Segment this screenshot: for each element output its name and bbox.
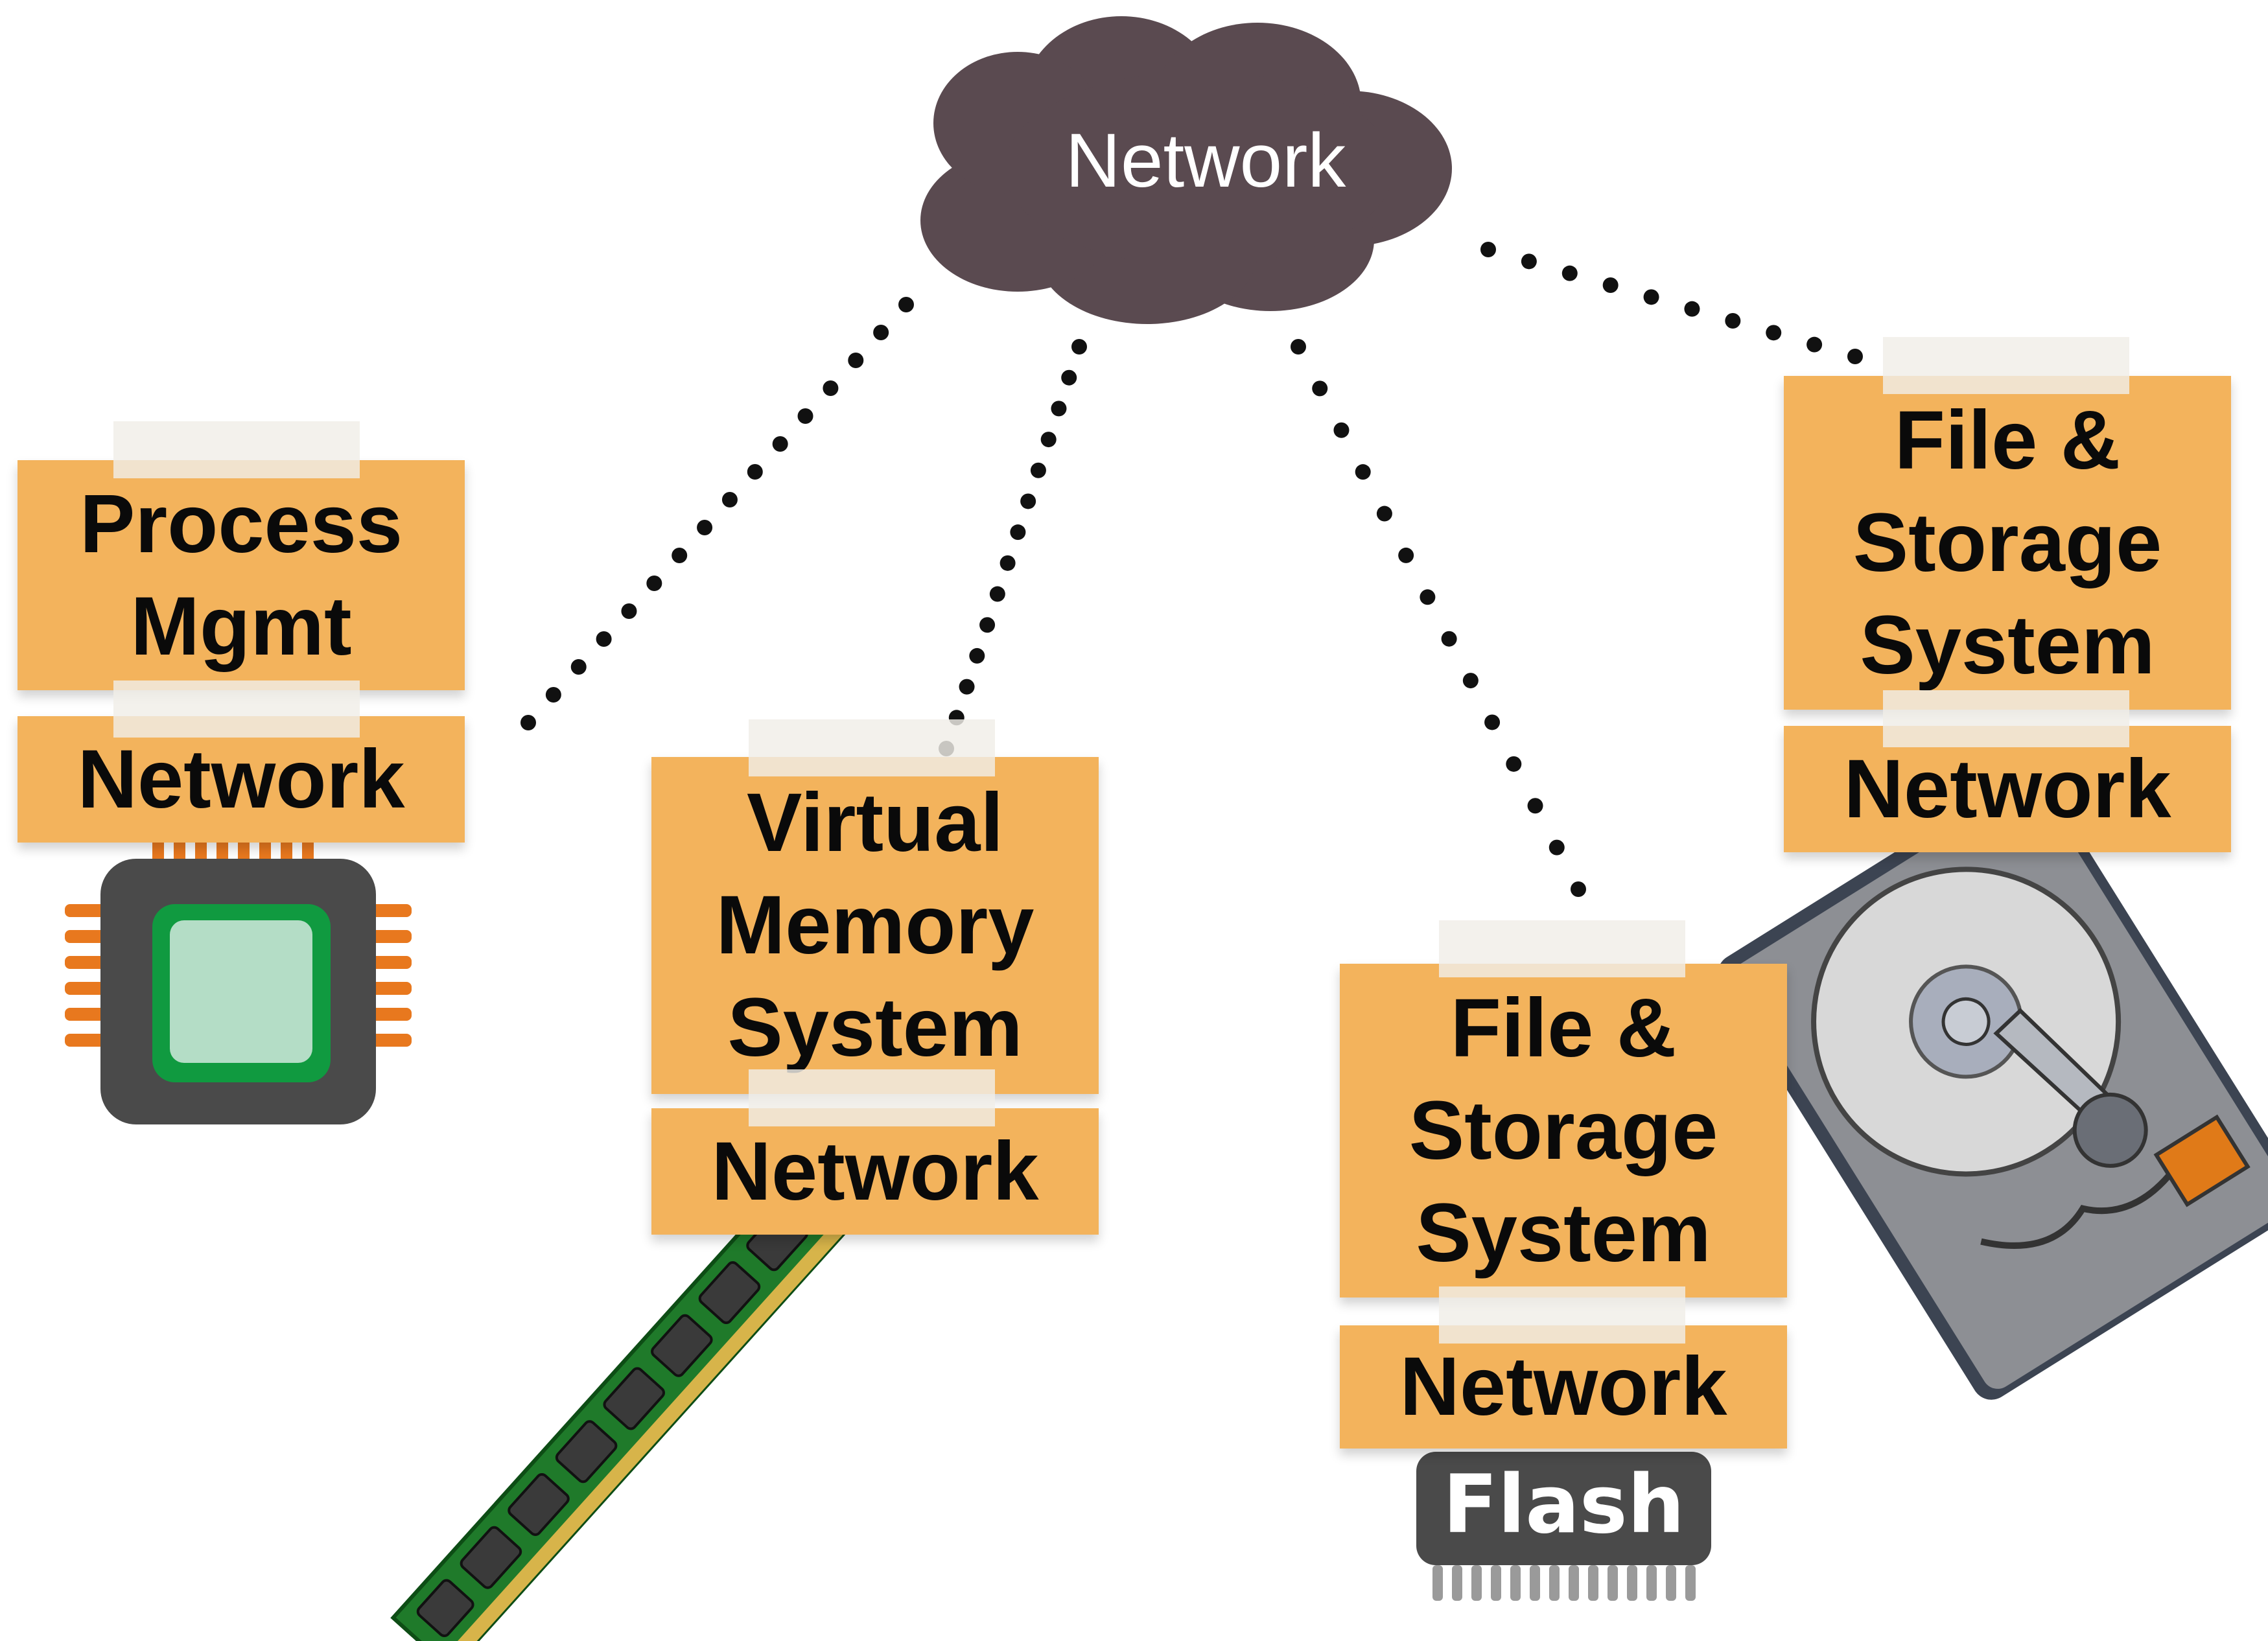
hard-disk-icon	[1718, 772, 2268, 1400]
connector-dot	[1398, 547, 1414, 563]
flash-chip-icon	[1416, 1452, 1711, 1601]
connector-dot	[1312, 380, 1328, 397]
connector-dot	[1480, 242, 1496, 257]
connector-dot	[672, 548, 688, 563]
connector-dot	[1527, 798, 1543, 814]
connector-dot	[1521, 253, 1537, 270]
tape-decoration	[113, 681, 360, 738]
network-layer-note: Network	[651, 1108, 1099, 1235]
cpu-chip-icon	[65, 836, 412, 1124]
connector-dot	[1000, 555, 1016, 571]
connector-dot	[1462, 673, 1479, 689]
connector-dot	[873, 325, 889, 340]
connector-dot	[797, 408, 813, 424]
connector-dot	[1766, 325, 1782, 341]
connector-dot	[1420, 589, 1436, 605]
connector-dot	[621, 603, 637, 619]
connector-dot	[1602, 277, 1619, 293]
ram-module-icon	[390, 1167, 858, 1641]
connector-dot	[1355, 464, 1371, 480]
network-label: Network	[711, 1124, 1039, 1218]
connector-dot	[989, 586, 1005, 602]
network-layer-note: Network	[1340, 1325, 1787, 1449]
connector-dot	[1441, 631, 1457, 647]
connector-dot	[1847, 349, 1863, 364]
connector-dot	[1020, 493, 1036, 509]
connector-dot	[1291, 339, 1306, 355]
network-label: Network	[1843, 742, 2171, 835]
note-line: File &	[1894, 393, 2121, 487]
note-line: Virtual	[747, 776, 1003, 869]
dotted-connectors	[520, 242, 1863, 897]
tape-decoration	[1439, 1286, 1685, 1344]
connector-dot	[697, 520, 713, 535]
connector-dot	[1484, 714, 1501, 730]
connector-dot	[721, 492, 738, 507]
note-line: Mgmt	[130, 579, 352, 673]
connector-dot	[969, 647, 985, 664]
connector-dot	[898, 297, 914, 312]
connector-dot	[1040, 432, 1057, 448]
connector-dot	[1643, 289, 1659, 305]
connector-dot	[1333, 422, 1350, 438]
connector-dot	[1061, 369, 1077, 386]
connector-dot	[823, 380, 839, 396]
tape-decoration	[749, 1069, 995, 1126]
connector-dot	[520, 715, 536, 730]
connector-dot	[1684, 301, 1700, 317]
connector-dot	[1506, 756, 1522, 772]
connector-dot	[1725, 313, 1741, 329]
network-label: Network	[77, 732, 405, 826]
note-line: File &	[1450, 981, 1677, 1075]
connector-dot	[1030, 462, 1046, 478]
connector-dot	[1806, 336, 1823, 353]
connector-dot	[848, 353, 864, 368]
connector-dot	[772, 436, 788, 452]
connector-dot	[979, 617, 996, 633]
connector-dot	[646, 576, 662, 591]
connector-dot	[959, 679, 975, 695]
note-line: Storage	[1853, 496, 2162, 589]
tape-decoration	[1883, 337, 2129, 394]
connector-dot	[570, 659, 587, 675]
tape-decoration	[1439, 920, 1685, 977]
connector-dot	[1010, 524, 1026, 541]
note-line: System	[727, 981, 1023, 1074]
connector-dot	[747, 464, 763, 480]
note-line: System	[1860, 598, 2155, 692]
connector-dot	[1549, 839, 1565, 855]
flash-label: Flash	[1443, 1458, 1685, 1552]
process-mgmt-note: Process Mgmt	[18, 460, 465, 690]
note-line: Memory	[716, 879, 1035, 972]
note-line: Storage	[1409, 1084, 1718, 1177]
network-label: Network	[1399, 1340, 1727, 1433]
file-storage-note: File & Storage System	[1340, 964, 1787, 1298]
network-cloud	[920, 16, 1452, 324]
tape-decoration	[1883, 690, 2129, 747]
connector-dot	[596, 631, 612, 647]
connector-dot	[1051, 401, 1067, 417]
virtual-memory-note: Virtual Memory System	[651, 757, 1099, 1094]
connector-dot	[1561, 265, 1578, 281]
note-line: Process	[79, 477, 403, 570]
connector-dot	[545, 687, 561, 703]
connector-dot	[1071, 339, 1087, 355]
note-line: System	[1416, 1186, 1711, 1279]
tape-decoration	[749, 719, 995, 776]
cloud-label: Network	[1065, 118, 1346, 204]
connector-dot	[1571, 881, 1586, 897]
file-storage-note: File & Storage System	[1784, 376, 2231, 710]
tape-decoration	[113, 421, 360, 478]
connector-dot	[1376, 506, 1392, 522]
